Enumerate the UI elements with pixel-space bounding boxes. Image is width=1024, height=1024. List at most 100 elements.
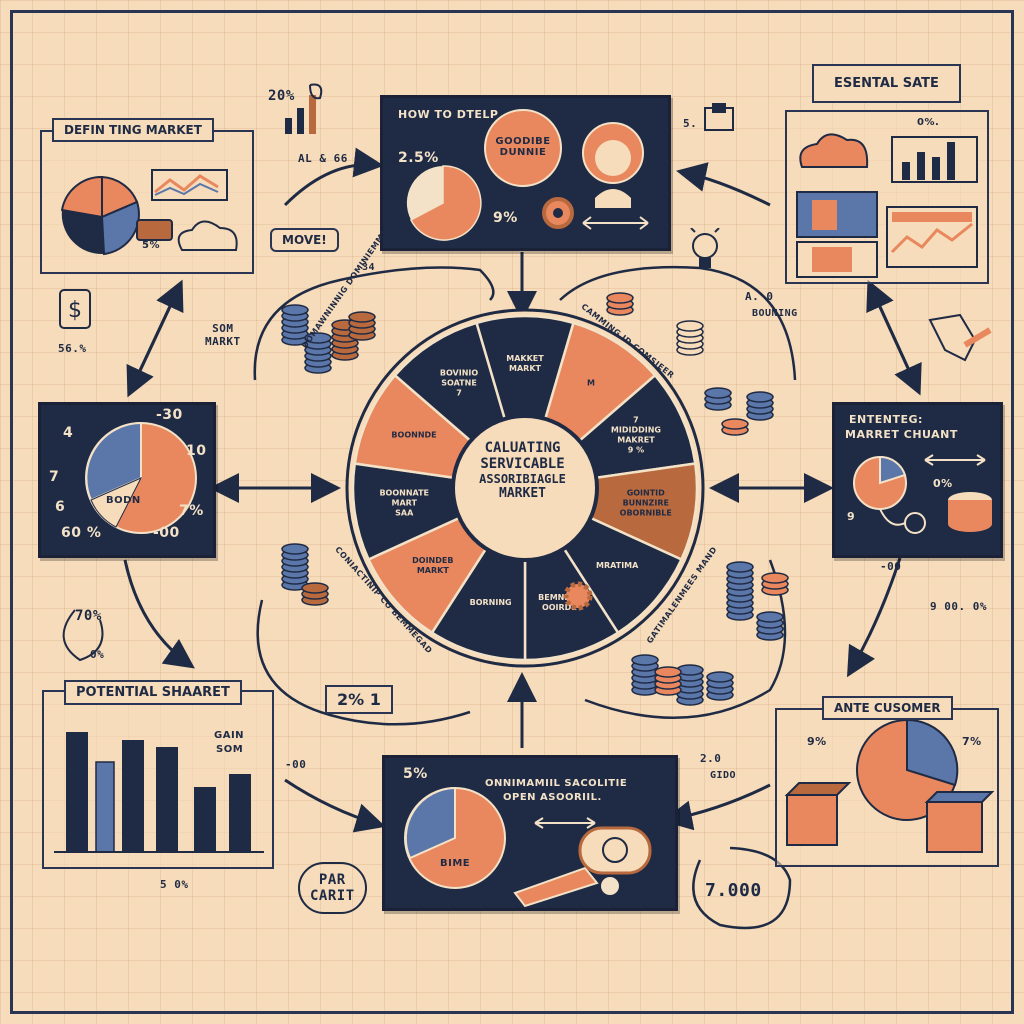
left-pie-l1: 4 <box>63 425 74 441</box>
anno-bottom-00: -00 <box>285 758 307 771</box>
anno-top-left-pct: 20% <box>268 88 295 104</box>
potential-title: POTENTIAL SHAARET <box>64 680 242 705</box>
anti-l2: 7% <box>962 735 982 748</box>
center-title-l4: MARKET <box>499 486 546 501</box>
badge-box: 2% 1 <box>325 685 393 714</box>
coin-stack-icon <box>348 311 376 341</box>
coin-stack-icon <box>304 332 332 374</box>
bottom-center-slice: BIME <box>440 858 471 869</box>
coin-stack-icon <box>761 572 789 596</box>
arrow-define-to-top <box>283 147 384 207</box>
bottom-center-panel: ONNIMAMIIL SACOLITIE OPEN ASOORIIL. 5% B… <box>382 755 678 911</box>
wheel-segment-label: BOONNDE <box>391 430 436 439</box>
anno-left-pct: 56.% <box>58 342 87 355</box>
anno-par-cart: PAR CARIT <box>298 862 367 914</box>
anti-title: ANTE CUSOMER <box>822 696 953 720</box>
arrow-right-to-essential <box>866 279 920 391</box>
right-panel-illustration <box>853 454 992 534</box>
top-center-illustration <box>406 109 649 241</box>
arrow-leftpie-to-define <box>128 279 184 393</box>
coin-stack-icon <box>756 611 784 641</box>
bottom-center-title2: OPEN ASOORIIL. <box>503 792 602 803</box>
anno-right-00: -00 <box>880 560 902 573</box>
essential-panel: ESENTAL SATE 0%. <box>785 64 989 284</box>
coin-stack-icon <box>676 320 704 356</box>
right-panel-n: 9 <box>847 510 856 523</box>
lightbulb-icon <box>690 228 720 268</box>
anti-l1: 9% <box>807 735 827 748</box>
potential-panel: POTENTIAL SHAARET GAIN SOM <box>42 680 274 869</box>
anno-70: 70% <box>75 608 102 624</box>
anno-34: 34 <box>362 262 376 273</box>
potential-l1: GAIN <box>214 730 245 741</box>
center-title-l1: CALUATING <box>484 440 561 456</box>
arrow-leftpie-to-potential <box>123 559 195 669</box>
anno-bottom-gido: GIDO <box>710 770 737 781</box>
define-market-panel: DEFIN TING MARKET 5% <box>40 118 254 274</box>
right-panel-pct: 0% <box>933 477 953 490</box>
anno-final: 7.000 <box>705 880 762 901</box>
define-market-title: DEFIN TING MARKET <box>52 118 214 142</box>
coin-stack-icon <box>281 543 309 591</box>
bottom-center-illustration <box>404 786 652 908</box>
anno-bouning: BOUNING <box>752 308 798 319</box>
center-title: CALUATING SERVICABLE ASSORIBIAGLE MARKET <box>450 440 595 501</box>
right-panel-title2: MARRET CHUANT <box>845 428 958 441</box>
coin-stack-icon <box>301 582 329 606</box>
top-center-badge: GOODIBE DUNNIE <box>495 136 551 158</box>
define-market-illustration <box>60 169 238 256</box>
center-title-l3: ASSORIBIAGLE <box>479 472 566 486</box>
essential-title: ESENTAL SATE <box>812 64 961 103</box>
arrow-essential-to-top <box>676 162 771 207</box>
arrow-potential-to-bottom <box>284 778 386 833</box>
left-pie-l2: -30 <box>156 407 183 423</box>
bottom-center-pct: 5% <box>403 766 428 782</box>
wheel-center <box>451 414 599 562</box>
anno-som-market: SOM MARKT <box>205 322 241 348</box>
top-center-pct1: 2.5% <box>398 150 439 166</box>
potential-bar-chart <box>54 732 264 853</box>
left-pie-l7: 60 % <box>61 525 102 541</box>
essential-illustration <box>796 133 978 278</box>
anti-panel: ANTE CUSOMER 9% 7% <box>775 696 999 867</box>
top-center-panel: HOW TO DTELP 2.5% GOODIBE DUNNIE 9% <box>380 95 671 251</box>
wheel-segment-label: MRATIMA <box>596 561 639 570</box>
gear-icon <box>563 581 593 611</box>
loop-bottom-left <box>256 599 471 726</box>
box-icon <box>704 103 734 131</box>
anno-top-left-code: AL & 66 <box>298 152 348 165</box>
coin-stack-icon <box>704 387 732 411</box>
coin-stack-icon <box>726 561 754 621</box>
left-pie-slice: BODN <box>106 495 141 506</box>
top-center-pct2: 9% <box>493 210 518 226</box>
hand-money-icon: $ <box>59 289 91 329</box>
left-pie-chart <box>85 421 197 534</box>
essential-note: 0%. <box>917 117 940 128</box>
anno-five-0: 5 0% <box>160 878 189 891</box>
potential-l2: SOM <box>216 744 244 755</box>
wheel-segment-label: BORNING <box>470 598 512 607</box>
coin-stack-icon <box>654 666 682 696</box>
right-panel-title1: ENTENTEG: <box>849 413 923 426</box>
coin-stack-icon <box>631 654 659 696</box>
coin-stack-icon <box>706 671 734 701</box>
wheel-segment-label: M <box>587 378 595 387</box>
right-panel: ENTENTEG: MARRET CHUANT 0% 9 <box>832 402 1003 558</box>
svg-text:$: $ <box>68 298 82 323</box>
left-pie-l4: 7 <box>49 469 60 485</box>
left-pie-l5: 6 <box>55 499 66 515</box>
top-center-title: HOW TO DTELP <box>398 108 499 121</box>
coin-stack-icon <box>606 292 634 316</box>
anno-bottom-2: 2.0 <box>700 752 722 765</box>
anti-illustration <box>784 718 995 853</box>
left-pie-l8: -00 <box>153 525 180 541</box>
